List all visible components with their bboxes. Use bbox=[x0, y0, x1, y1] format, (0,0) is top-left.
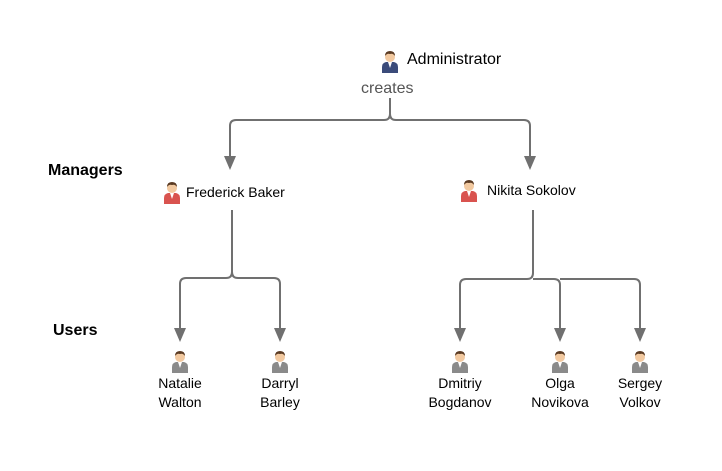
manager-person-icon bbox=[162, 180, 182, 204]
connector-manager-2-to-user-5 bbox=[560, 278, 646, 342]
user-first-name: Dmitriy bbox=[438, 375, 482, 391]
admin-person-icon bbox=[380, 49, 400, 73]
connector-manager-1-to-user-1 bbox=[174, 210, 233, 342]
section-label-managers: Managers bbox=[48, 162, 123, 179]
user-last-name: Barley bbox=[260, 394, 300, 410]
relation-verb: creates bbox=[361, 80, 414, 97]
user-name-2: Darryl Barley bbox=[235, 374, 325, 412]
user-name-5: Sergey Volkov bbox=[595, 374, 685, 412]
user-last-name: Walton bbox=[158, 394, 202, 410]
user-name-4: Olga Novikova bbox=[515, 374, 605, 412]
user-person-icon bbox=[170, 349, 190, 373]
user-first-name: Sergey bbox=[617, 375, 663, 391]
manager-person-icon bbox=[459, 178, 479, 202]
section-label-users: Users bbox=[53, 322, 98, 339]
user-last-name: Novikova bbox=[531, 394, 589, 410]
user-first-name: Darryl bbox=[261, 375, 299, 391]
user-last-name: Volkov bbox=[619, 394, 661, 410]
user-first-name: Natalie bbox=[158, 375, 202, 391]
connector-manager-2-to-user-4 bbox=[533, 278, 566, 342]
user-name-1: Natalie Walton bbox=[135, 374, 225, 412]
user-person-icon bbox=[630, 349, 650, 373]
manager-name-2: Nikita Sokolov bbox=[487, 182, 576, 198]
connector-manager-2-to-user-3 bbox=[454, 210, 534, 342]
user-person-icon bbox=[270, 349, 290, 373]
user-person-icon bbox=[450, 349, 470, 373]
connector-manager-1-to-user-2 bbox=[231, 271, 286, 342]
connector-admin-to-manager-2 bbox=[389, 113, 536, 170]
manager-name-1: Frederick Baker bbox=[186, 184, 285, 200]
connector-admin-to-manager-1 bbox=[224, 98, 391, 170]
user-last-name: Bogdanov bbox=[428, 394, 492, 410]
user-name-3: Dmitriy Bogdanov bbox=[415, 374, 505, 412]
user-first-name: Olga bbox=[545, 375, 575, 391]
admin-name: Administrator bbox=[407, 51, 502, 68]
user-person-icon bbox=[550, 349, 570, 373]
